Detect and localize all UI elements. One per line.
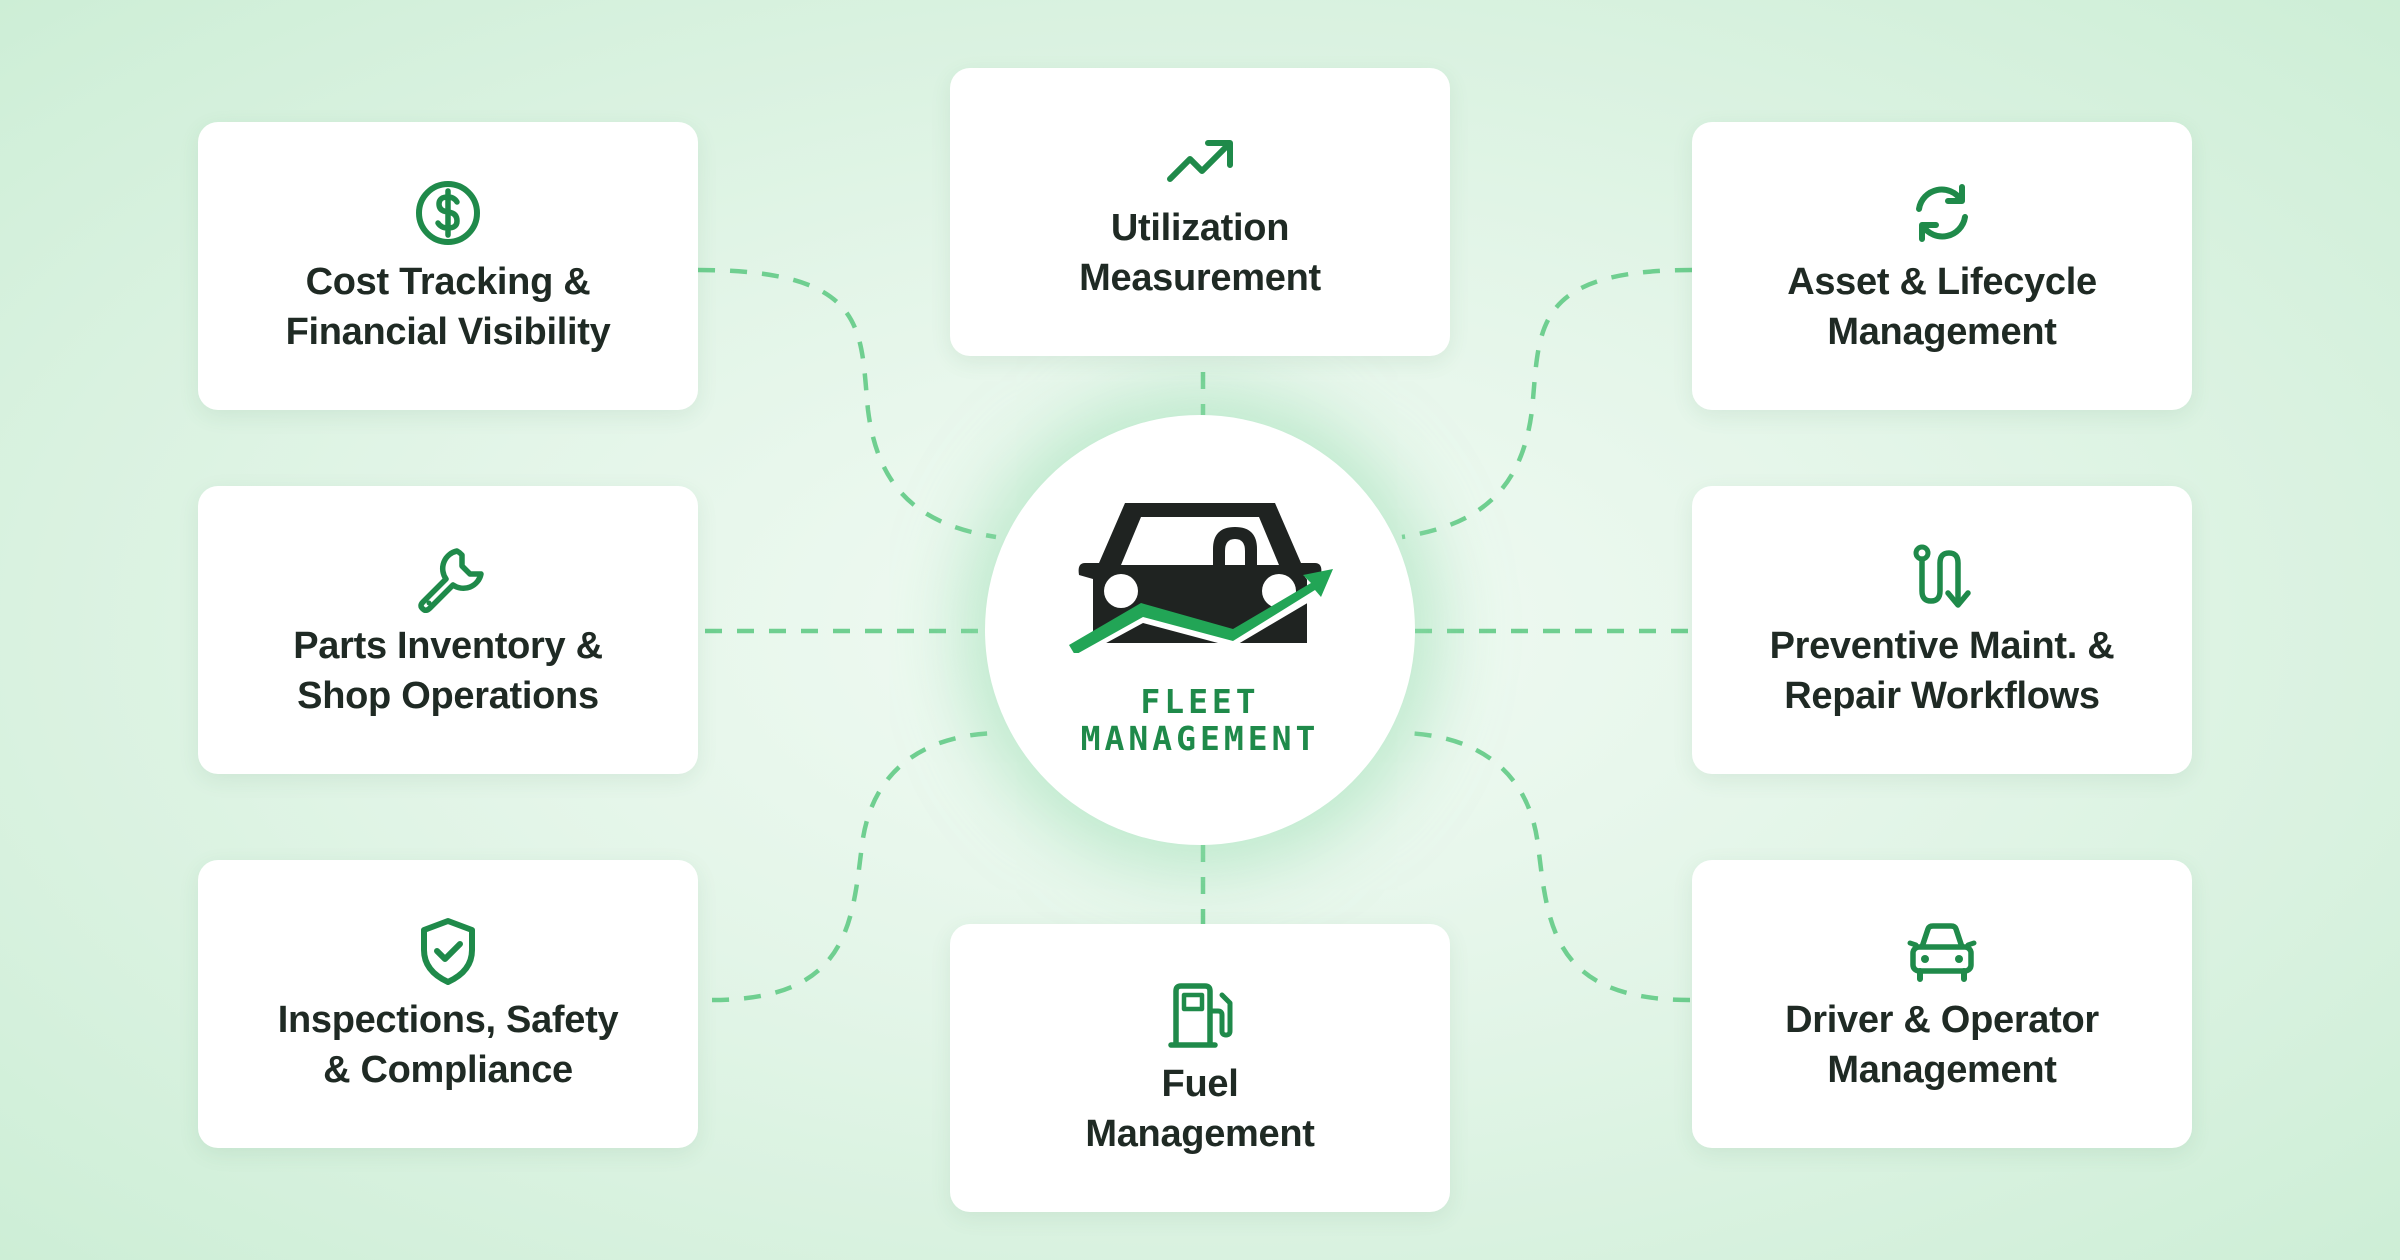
card-label-line1: Preventive Maint. & bbox=[1769, 625, 2115, 667]
card-label-line2: Repair Workflows bbox=[1784, 675, 2100, 717]
card-label-line2: Management bbox=[1085, 1113, 1315, 1155]
shield-check-icon bbox=[410, 913, 486, 989]
card-label: Parts Inventory & Shop Operations bbox=[293, 621, 603, 721]
card-label: Fuel Management bbox=[1085, 1059, 1315, 1159]
card-label-line2: Management bbox=[1827, 1049, 2057, 1091]
card-label: Driver & Operator Management bbox=[1785, 995, 2099, 1095]
fleet-management-hub: FLEET MANAGEMENT bbox=[985, 415, 1415, 845]
card-label-line2: Measurement bbox=[1079, 257, 1321, 299]
card-label-line1: Inspections, Safety bbox=[277, 999, 619, 1041]
card-label-line1: Utilization bbox=[1110, 207, 1290, 249]
car-with-rising-arrow-icon bbox=[1065, 503, 1335, 653]
card-parts-inventory[interactable]: Parts Inventory & Shop Operations bbox=[198, 486, 698, 774]
card-label: Preventive Maint. & Repair Workflows bbox=[1770, 621, 2115, 721]
card-cost-tracking[interactable]: Cost Tracking & Financial Visibility bbox=[198, 122, 698, 410]
connector-cost bbox=[697, 267, 997, 540]
card-label-line1: Parts Inventory & bbox=[293, 625, 603, 667]
workflow-route-icon bbox=[1904, 539, 1980, 615]
trending-up-icon bbox=[1162, 121, 1238, 197]
card-label: Inspections, Safety & Compliance bbox=[278, 995, 619, 1095]
card-fuel-management[interactable]: Fuel Management bbox=[950, 924, 1450, 1212]
wrench-icon bbox=[410, 539, 486, 615]
card-label: Asset & Lifecycle Management bbox=[1787, 257, 2097, 357]
card-inspections-safety[interactable]: Inspections, Safety & Compliance bbox=[198, 860, 698, 1148]
card-driver-operator[interactable]: Driver & Operator Management bbox=[1692, 860, 2192, 1148]
car-front-icon bbox=[1904, 913, 1980, 989]
card-label: Cost Tracking & Financial Visibility bbox=[286, 257, 611, 357]
refresh-cycle-icon bbox=[1904, 175, 1980, 251]
card-label-line1: Driver & Operator bbox=[1785, 999, 2099, 1041]
card-asset-lifecycle[interactable]: Asset & Lifecycle Management bbox=[1692, 122, 2192, 410]
card-label: Utilization Measurement bbox=[1079, 203, 1321, 303]
card-label-line2: Shop Operations bbox=[297, 675, 599, 717]
hub-title-line2: MANAGEMENT bbox=[1080, 719, 1320, 758]
card-utilization-measurement[interactable]: Utilization Measurement bbox=[950, 68, 1450, 356]
card-label-line1: Fuel bbox=[1161, 1063, 1239, 1105]
card-label-line2: Management bbox=[1827, 311, 2057, 353]
hub-title-line1: FLEET bbox=[1140, 682, 1260, 721]
connector-asset bbox=[1401, 267, 1693, 540]
card-label-line1: Cost Tracking & bbox=[305, 261, 591, 303]
card-label-line2: Financial Visibility bbox=[285, 311, 611, 353]
card-preventive-maintenance[interactable]: Preventive Maint. & Repair Workflows bbox=[1692, 486, 2192, 774]
dollar-circle-icon bbox=[410, 175, 486, 251]
hub-title: FLEET MANAGEMENT bbox=[985, 683, 1415, 757]
card-label-line2: & Compliance bbox=[323, 1049, 573, 1091]
card-label-line1: Asset & Lifecycle bbox=[1787, 261, 2097, 303]
fuel-pump-icon bbox=[1162, 977, 1238, 1053]
